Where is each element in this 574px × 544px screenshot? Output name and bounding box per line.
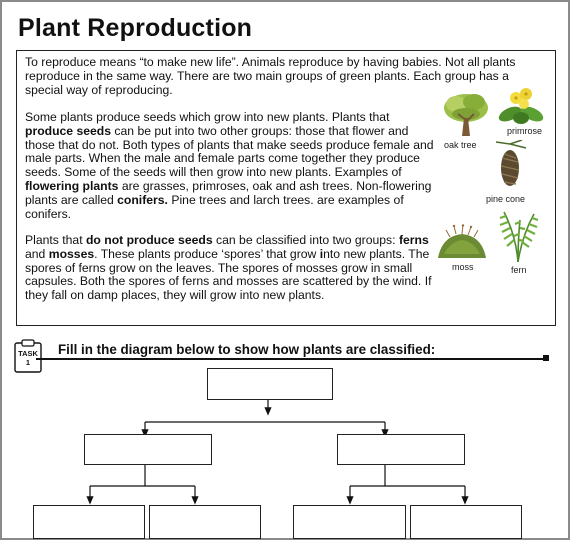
pine-cone-image (490, 139, 530, 192)
moss-image (436, 224, 488, 260)
diagram-box-right[interactable] (337, 434, 465, 465)
task-badge-number: 1 (26, 358, 30, 367)
paragraph-non-seed-plants: Plants that do not produce seeds can be … (25, 233, 445, 303)
text-run: Pine trees and larch trees. are examples… (25, 192, 404, 221)
fern-image (494, 206, 542, 264)
pine-cone-label: pine cone (486, 194, 526, 204)
diagram-box-bottom-4[interactable] (410, 505, 522, 539)
fern-label: fern (511, 265, 527, 275)
bold-term: i (319, 246, 324, 261)
task-underline-end (543, 355, 549, 361)
reading-box: To reproduce means “to make new life”. A… (16, 50, 556, 326)
task-underline (36, 358, 548, 360)
text-run: nto new plants. The spores of ferns grow… (25, 246, 432, 303)
bold-term: do not produce seeds (85, 233, 213, 247)
classification-diagram-connectors (86, 400, 469, 505)
bold-term: produce seeds (25, 123, 112, 138)
paragraph-seed-plants: Some plants produce seeds which grow int… (25, 110, 437, 221)
primrose-image (498, 84, 544, 126)
diagram-box-bottom-3[interactable] (293, 505, 406, 539)
primrose-label: primrose (507, 126, 543, 136)
task-instruction: Fill in the diagram below to show how pl… (58, 342, 436, 357)
diagram-box-top[interactable] (207, 368, 333, 400)
task-badge-label: TASK (18, 349, 38, 358)
text-run: . These plants produce ‘spores’ that gro… (94, 246, 320, 261)
diagram-box-left[interactable] (84, 434, 212, 465)
text-run: can be classified into two groups: (212, 233, 399, 247)
diagram-box-bottom-1[interactable] (33, 505, 145, 539)
task-clipboard-icon: TASK 1 (14, 339, 42, 373)
page-title: Plant Reproduction (18, 14, 253, 42)
bold-term: ferns (398, 233, 429, 247)
bold-term: flowering plants (25, 178, 119, 193)
oak-tree-label: oak tree (444, 140, 477, 150)
paragraph-intro: To reproduce means “to make new life”. A… (25, 55, 516, 97)
oak-tree-image (440, 92, 492, 138)
text-run: and (25, 246, 49, 261)
diagram-box-bottom-2[interactable] (149, 505, 261, 539)
text-run: Some plants produce seeds which grow int… (25, 110, 390, 124)
text-run: are grasses, primroses, oak and ash tree… (25, 178, 432, 207)
bold-term: mosses (48, 246, 95, 261)
bold-term: conifers. (117, 192, 168, 207)
text-run: Plants that (25, 233, 86, 247)
moss-label: moss (452, 262, 474, 272)
text-run: can be put into two other groups: those … (25, 123, 434, 180)
